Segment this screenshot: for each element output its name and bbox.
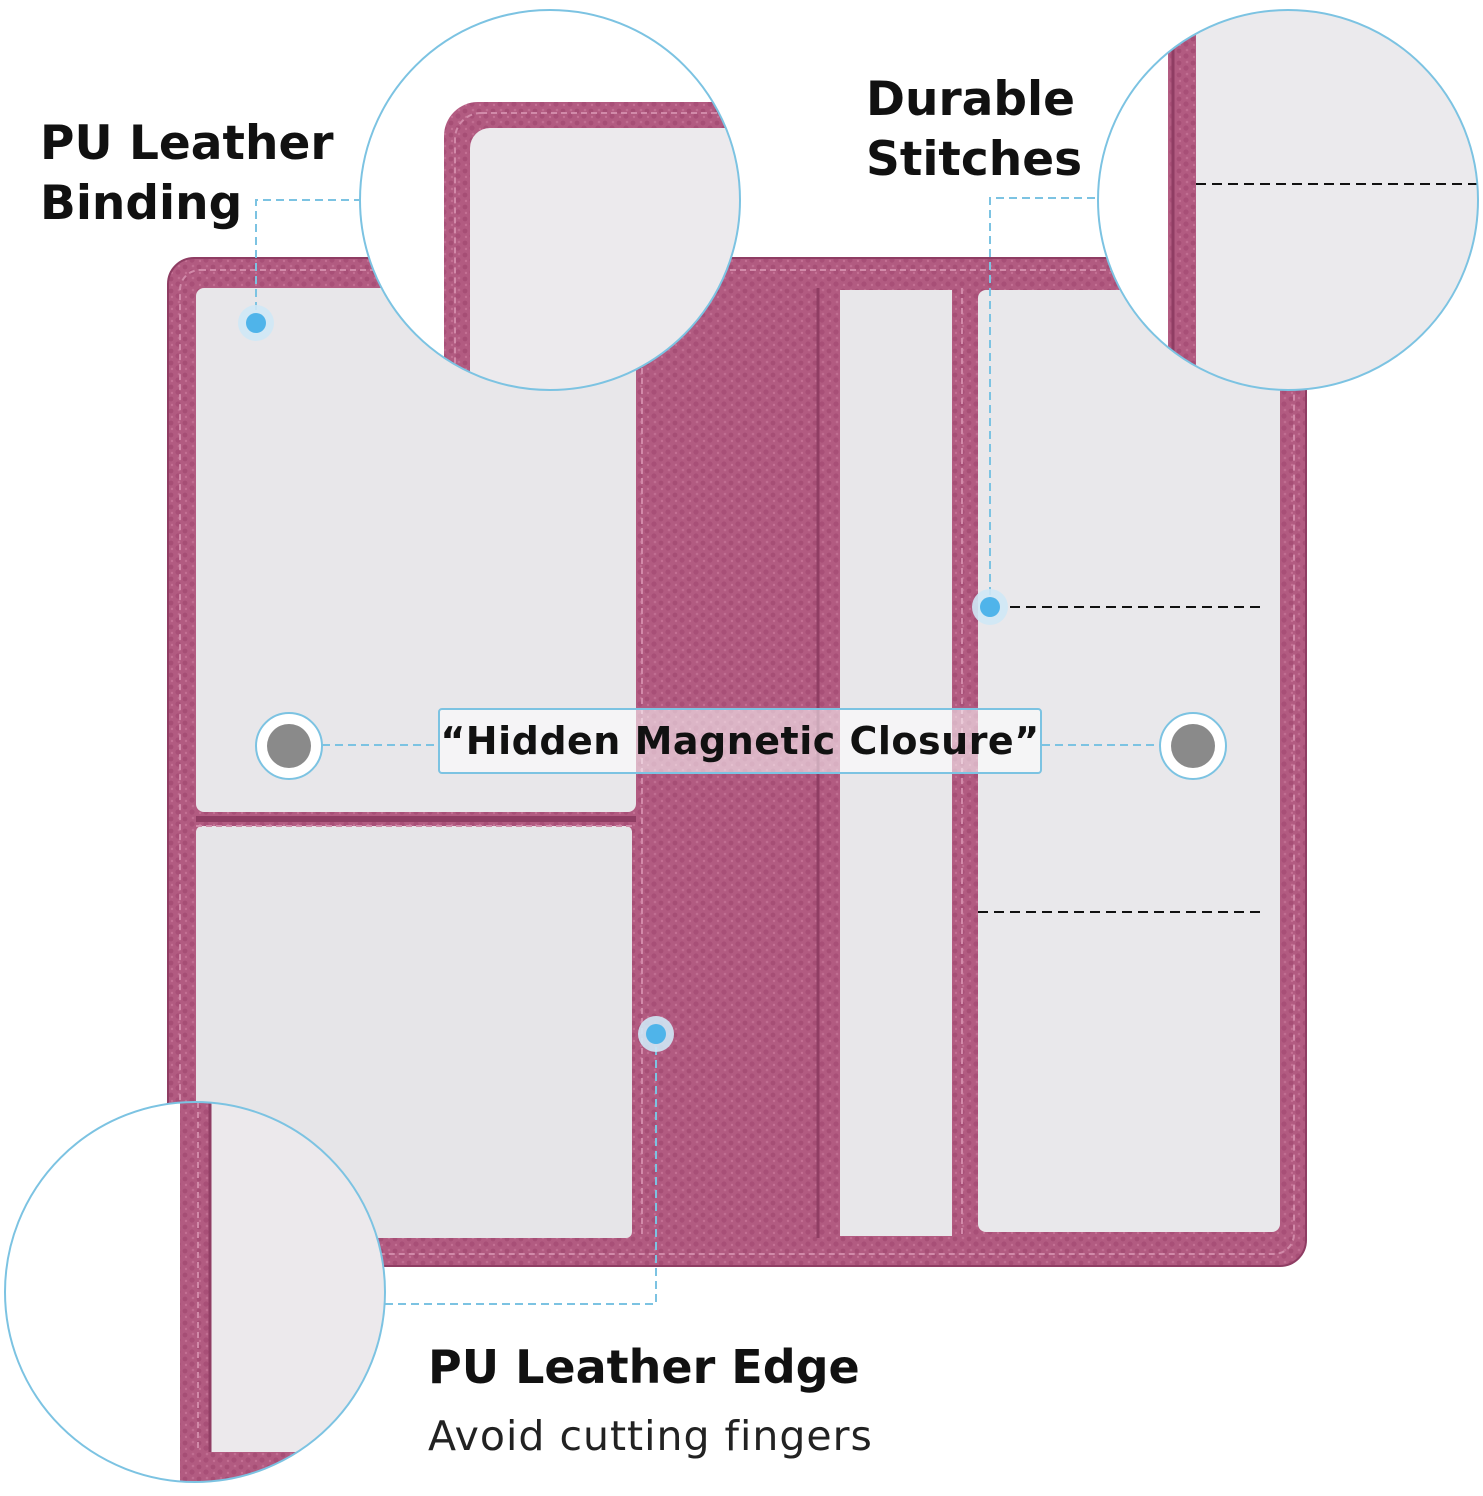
stitches-leader [989, 197, 1100, 608]
magnetic-closure-label: “Hidden Magnetic Closure” [438, 708, 1042, 774]
binding-label-line1: PU Leather [40, 116, 334, 171]
edge-title: PU Leather Edge [428, 1340, 860, 1394]
right-pocket [978, 290, 1280, 1232]
zoom-circle-edge [4, 1101, 386, 1483]
stitches-label-line1: Durable [866, 72, 1075, 127]
left-bottom-pocket [196, 826, 632, 1238]
binding-label-line2: Binding [40, 176, 243, 232]
wallet-body [167, 257, 1307, 1267]
binding-dot [238, 305, 274, 341]
edge-subtitle: Avoid cutting fingers [428, 1412, 873, 1460]
binding-leader [255, 199, 362, 323]
left-top-pocket [196, 288, 636, 812]
zoom-circle-stitches [1097, 9, 1479, 391]
stitches-dot [972, 589, 1008, 625]
stitches-label: Durable Stitches [866, 70, 1082, 190]
right-magnet [1159, 712, 1227, 780]
binding-label: PU Leather Binding [40, 114, 334, 234]
edge-dot [638, 1016, 674, 1052]
left-magnet [255, 712, 323, 780]
zoom-circle-binding [359, 9, 741, 391]
stitches-label-line2: Stitches [866, 132, 1083, 188]
